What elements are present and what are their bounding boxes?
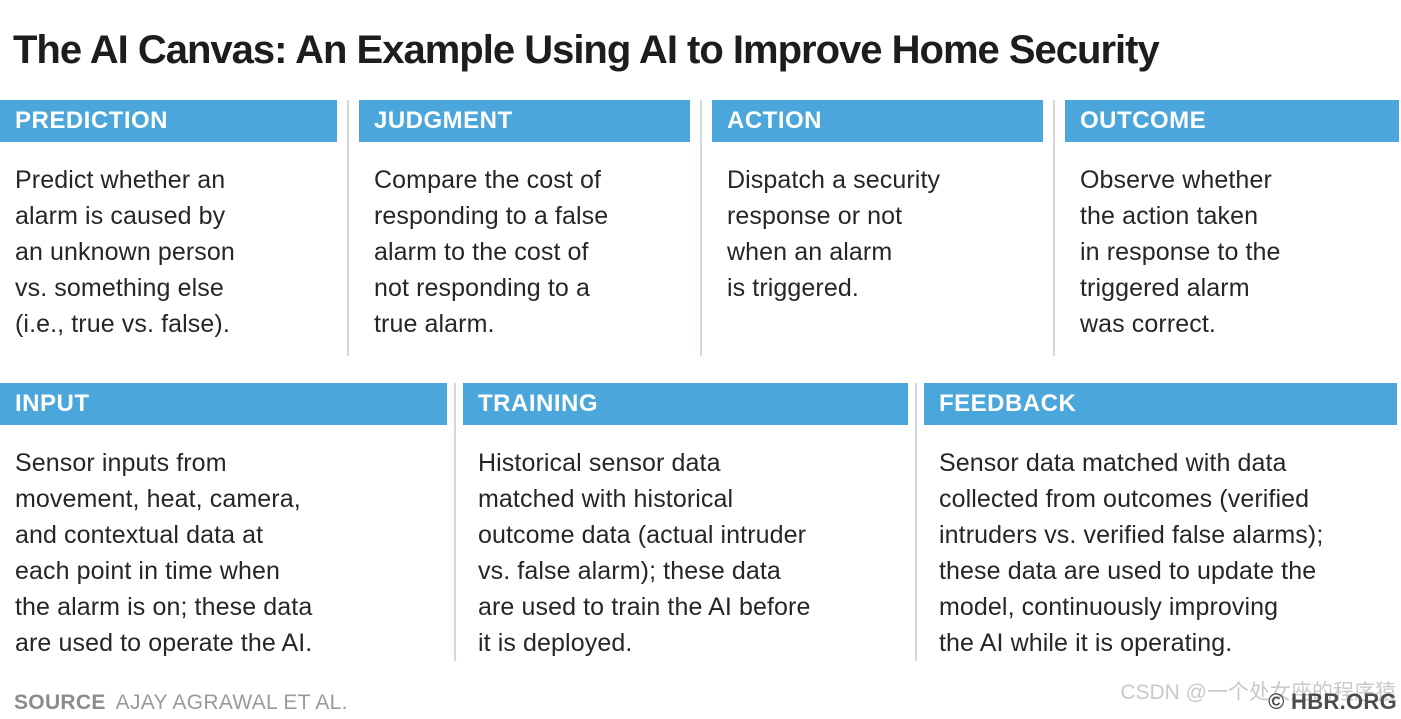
card-body-outcome: Observe whether the action taken in resp…: [1080, 166, 1281, 338]
source-value: AJAY AGRAWAL ET AL.: [115, 691, 348, 714]
card-header-training: TRAINING: [463, 383, 908, 425]
card-header-judgment: JUDGMENT: [359, 100, 690, 142]
canvas-row-bottom: INPUT Sensor inputs from movement, heat,…: [0, 383, 1398, 661]
csdn-watermark: CSDN @一个处女座的程序猿: [1120, 681, 1396, 704]
card-training: TRAINING Historical sensor data matched …: [463, 383, 908, 661]
card-header-feedback: FEEDBACK: [924, 383, 1397, 425]
card-body-input: Sensor inputs from movement, heat, camer…: [15, 449, 313, 657]
divider: [700, 100, 702, 356]
card-outcome: OUTCOME Observe whether the action taken…: [1065, 100, 1399, 356]
card-body-action: Dispatch a security response or not when…: [727, 166, 941, 302]
page-title: The AI Canvas: An Example Using AI to Im…: [13, 27, 1160, 72]
card-input: INPUT Sensor inputs from movement, heat,…: [0, 383, 447, 661]
card-prediction: PREDICTION Predict whether an alarm is c…: [0, 100, 337, 356]
source-attribution: SOURCE AJAY AGRAWAL ET AL.: [14, 691, 348, 715]
hbr-credit: © HBR.ORG: [1268, 689, 1397, 714]
canvas-row-top: PREDICTION Predict whether an alarm is c…: [0, 100, 1399, 356]
divider: [915, 383, 917, 661]
source-label: SOURCE: [14, 691, 106, 714]
card-feedback: FEEDBACK Sensor data matched with data c…: [924, 383, 1397, 661]
divider: [1053, 100, 1055, 356]
card-header-outcome: OUTCOME: [1065, 100, 1399, 142]
card-action: ACTION Dispatch a security response or n…: [712, 100, 1043, 356]
divider: [454, 383, 456, 661]
card-header-input: INPUT: [0, 383, 447, 425]
card-body-feedback: Sensor data matched with data collected …: [939, 449, 1324, 657]
card-body-training: Historical sensor data matched with hist…: [478, 449, 811, 657]
card-body-judgment: Compare the cost of responding to a fals…: [374, 166, 609, 338]
card-header-action: ACTION: [712, 100, 1043, 142]
card-body-prediction: Predict whether an alarm is caused by an…: [15, 166, 235, 338]
card-header-prediction: PREDICTION: [0, 100, 337, 142]
card-judgment: JUDGMENT Compare the cost of responding …: [359, 100, 690, 356]
divider: [347, 100, 349, 356]
